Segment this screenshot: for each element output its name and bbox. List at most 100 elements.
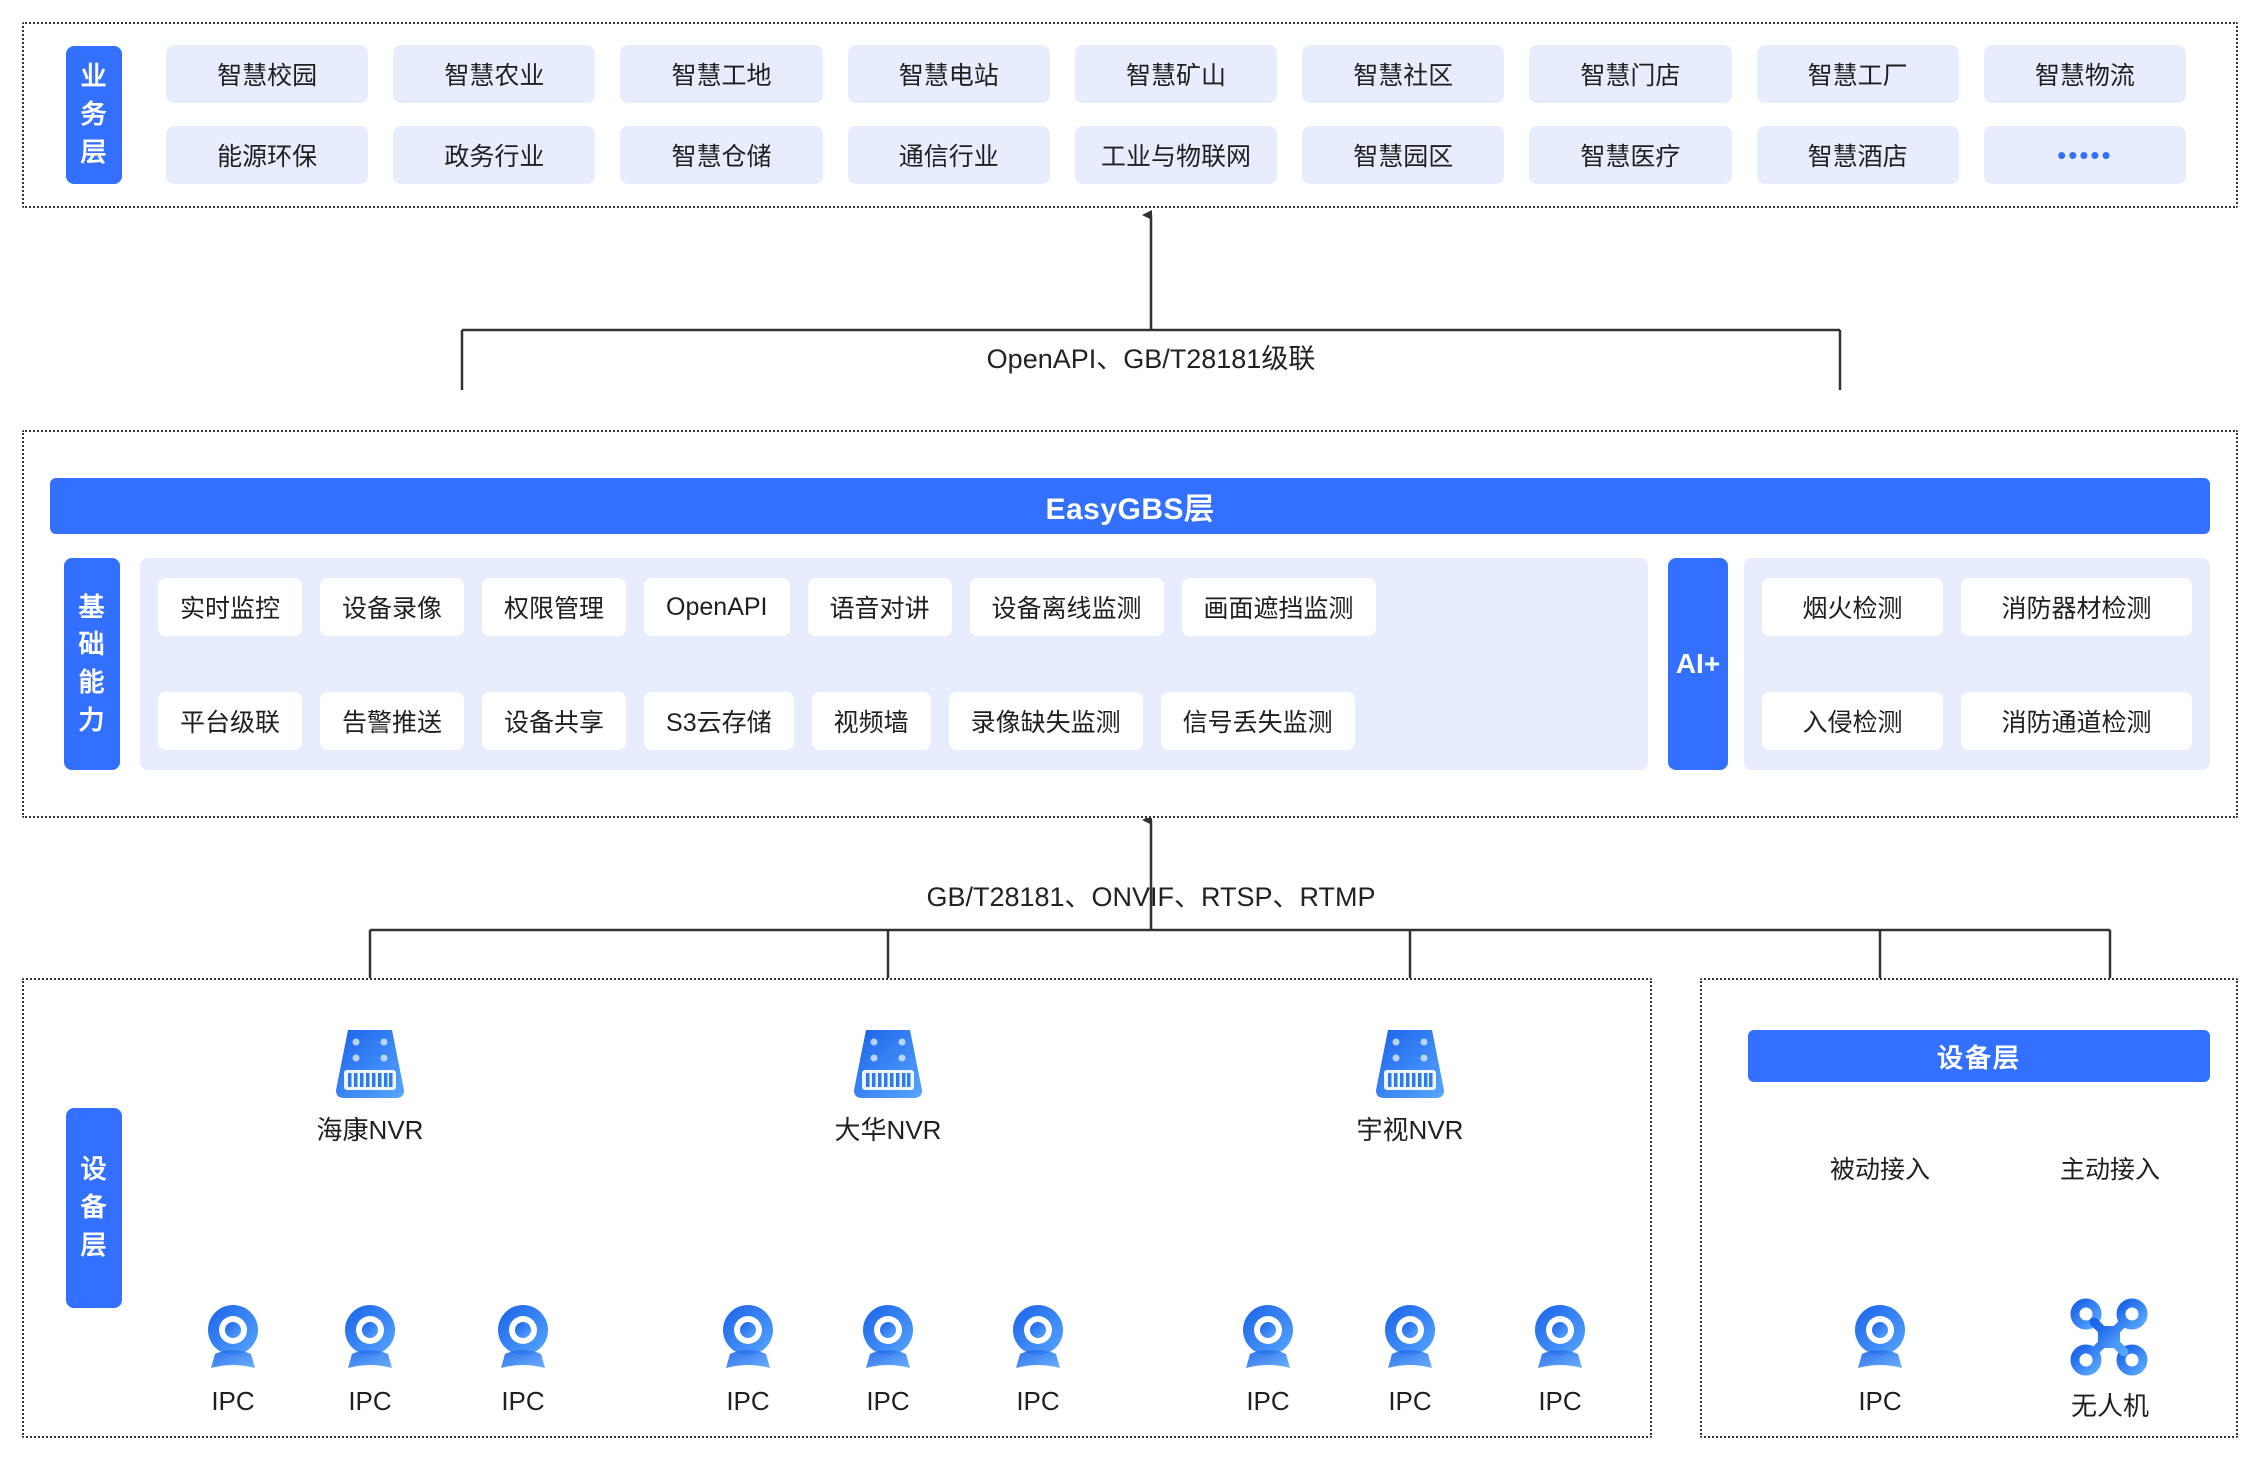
ipc-caption: IPC [1246,1386,1290,1416]
nvr-node[interactable]: 海康NVR [290,1024,450,1147]
business-chip[interactable]: 智慧门店 [1529,45,1732,103]
capability-label-char-1: 础 [78,629,106,660]
business-chip[interactable]: 智慧工地 [620,45,823,103]
capability-chip[interactable]: 设备共享 [482,692,627,750]
ipc-caption: IPC [348,1386,392,1416]
capability-chip[interactable]: 设备录像 [320,578,465,636]
easygbs-title: EasyGBS层 [1045,493,1215,526]
ipc-node[interactable]: IPC [958,1296,1118,1417]
capability-chip[interactable]: 信号丢失监测 [1160,692,1355,750]
business-chip[interactable]: 智慧仓储 [620,126,823,184]
nvr-node[interactable]: 宇视NVR [1330,1024,1490,1147]
ai-chip[interactable]: 消防通道检测 [1961,692,2192,750]
capability-chip[interactable]: 录像缺失监测 [948,692,1143,750]
ipc-node[interactable]: IPC [1188,1296,1348,1417]
business-chip[interactable]: 通信行业 [847,126,1050,184]
device-layer-right-title: 设备层 [1936,1042,2021,1073]
device-label-char-2: 层 [80,1229,108,1260]
ai-panel: 烟火检测 消防器材检测 入侵检测 消防通道检测 [1744,558,2210,770]
capability-chip[interactable]: 实时监控 [158,578,303,636]
nvr-icon [854,1030,922,1098]
camera-icon [1535,1305,1585,1368]
ipc-caption: IPC [1538,1386,1582,1416]
ai-plus-label: AI+ [1668,558,1728,770]
business-chip[interactable]: 智慧物流 [1983,45,2186,103]
capability-panel: 实时监控 设备录像 权限管理 OpenAPI 语音对讲 设备离线监测 画面遮挡监… [140,558,1648,770]
business-label-char-0: 业 [80,61,108,92]
ai-chip[interactable]: 烟火检测 [1762,578,1943,636]
business-chip[interactable]: 智慧酒店 [1756,126,1959,184]
drone-node[interactable]: 无人机 [2030,1296,2190,1423]
nvr-caption: 海康NVR [316,1115,424,1145]
capability-layer-label: 基 础 能 力 [64,558,120,770]
ai-row-1: 烟火检测 消防器材检测 [1762,578,2192,636]
ipc-node[interactable]: IPC [290,1296,450,1417]
business-chip-more[interactable]: ••••• [1983,126,2186,184]
business-label-char-2: 层 [80,136,108,167]
ai-row-2: 入侵检测 消防通道检测 [1762,692,2192,750]
business-chip[interactable]: 工业与物联网 [1074,126,1278,184]
business-chip[interactable]: 能源环保 [166,126,369,184]
access-label-active: 主动接入 [2059,1156,2160,1184]
camera-icon [723,1305,773,1368]
camera-icon [863,1305,913,1368]
ipc-node[interactable]: IPC [153,1296,313,1417]
ai-chip[interactable]: 入侵检测 [1762,692,1943,750]
business-chip[interactable]: 智慧电站 [847,45,1050,103]
business-layer-label: 业 务 层 [66,46,122,184]
device-layer-right-title-bar: 设备层 [1748,1030,2210,1082]
business-chip[interactable]: 智慧矿山 [1074,45,1278,103]
business-chip[interactable]: 智慧农业 [393,45,596,103]
connector-label-openapi: OpenAPI、GB/T28181级联 [986,344,1316,374]
business-chip[interactable]: 智慧工厂 [1756,45,1959,103]
ai-chip[interactable]: 消防器材检测 [1961,578,2192,636]
business-row-2: 能源环保 政务行业 智慧仓储 通信行业 工业与物联网 智慧园区 智慧医疗 智慧酒… [166,126,2186,184]
ipc-caption: IPC [866,1386,910,1416]
ipc-caption: IPC [501,1386,545,1416]
business-chip[interactable]: 政务行业 [393,126,596,184]
nvr-icon [336,1030,404,1098]
capability-label-char-0: 基 [78,591,106,622]
capability-chip[interactable]: 画面遮挡监测 [1181,578,1376,636]
easygbs-title-bar: EasyGBS层 [50,478,2210,534]
ipc-caption: IPC [211,1386,255,1416]
camera-icon [1855,1305,1905,1368]
capability-chip[interactable]: 设备离线监测 [969,578,1164,636]
capability-chip[interactable]: 平台级联 [158,692,303,750]
access-label-passive: 被动接入 [1829,1156,1930,1184]
ipc-node[interactable]: IPC [1330,1296,1490,1417]
business-label-char-1: 务 [80,99,108,130]
camera-icon [345,1305,395,1368]
capability-chip[interactable]: S3云存储 [644,692,794,750]
capability-chip[interactable]: OpenAPI [644,578,790,636]
business-row-1: 智慧校园 智慧农业 智慧工地 智慧电站 智慧矿山 智慧社区 智慧门店 智慧工厂 … [166,45,2186,103]
nvr-node[interactable]: 大华NVR [808,1024,968,1147]
business-chip[interactable]: 智慧社区 [1302,45,1505,103]
capability-row-1: 实时监控 设备录像 权限管理 OpenAPI 语音对讲 设备离线监测 画面遮挡监… [158,578,1630,636]
camera-icon [1385,1305,1435,1368]
camera-icon [1243,1305,1293,1368]
capability-chip[interactable]: 语音对讲 [807,578,952,636]
ipc-node[interactable]: IPC [668,1296,828,1417]
ipc-caption: IPC [1016,1386,1060,1416]
business-chip[interactable]: 智慧医疗 [1529,126,1732,184]
device-label-char-1: 备 [80,1192,108,1223]
business-chip[interactable]: 智慧校园 [166,45,369,103]
ipc-node[interactable]: IPC [443,1296,603,1417]
ipc-node[interactable]: IPC [1480,1296,1640,1417]
capability-label-char-2: 能 [78,667,106,697]
device-layer-left-label: 设 备 层 [66,1108,122,1308]
capability-chip[interactable]: 权限管理 [482,578,627,636]
drone-caption: 无人机 [2070,1391,2149,1421]
business-chip[interactable]: 智慧园区 [1302,126,1505,184]
capability-chip[interactable]: 告警推送 [320,692,465,750]
capability-chip[interactable]: 视频墙 [811,692,931,750]
ipc-caption: IPC [726,1386,770,1416]
ipc-node[interactable]: IPC [808,1296,968,1417]
nvr-caption: 大华NVR [834,1115,942,1145]
device-layer-left-box [22,978,1652,1438]
ipc-caption: IPC [1858,1386,1902,1416]
connector-label-protocols: GB/T28181、ONVIF、RTSP、RTMP [926,882,1376,912]
ipc-node-right[interactable]: IPC [1800,1296,1960,1417]
